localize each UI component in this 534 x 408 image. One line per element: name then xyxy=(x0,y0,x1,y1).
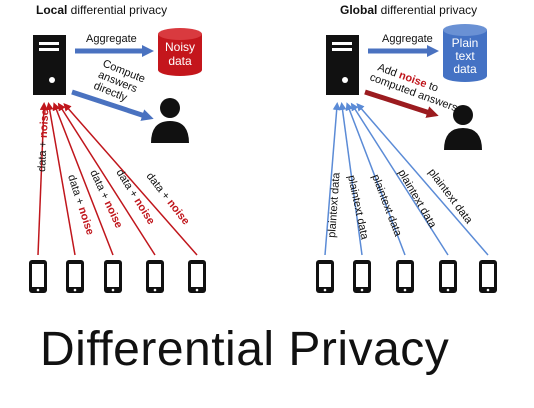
noisy-data-label-2: data xyxy=(168,54,192,68)
local-phone-arrows xyxy=(37,102,198,256)
global-edge-label-3: plaintext data xyxy=(369,173,404,239)
page-title: Differential Privacy xyxy=(40,323,450,376)
phone-icon xyxy=(439,260,457,293)
local-server-icon xyxy=(33,35,66,95)
noisy-data-database-icon xyxy=(158,28,202,76)
plaintext-db-label-2: text xyxy=(455,49,475,63)
global-heading: Global differential privacy xyxy=(340,3,477,17)
plaintext-db-label-1: Plain xyxy=(452,36,479,50)
global-aggregate-label: Aggregate xyxy=(382,33,433,45)
local-compute-arrow xyxy=(71,89,154,121)
noisy-data-label-1: Noisy xyxy=(165,40,195,54)
plaintext-database-icon xyxy=(443,24,487,82)
global-edge-label-2: plaintext data xyxy=(345,174,371,241)
local-edge-label-1: data + noise xyxy=(36,109,51,172)
phone-icon xyxy=(396,260,414,293)
phone-icon xyxy=(353,260,371,293)
global-server-icon xyxy=(326,35,359,95)
phone-icon xyxy=(66,260,84,293)
phone-icon xyxy=(29,260,47,293)
local-heading: Local differential privacy xyxy=(36,3,167,17)
local-phones xyxy=(29,260,206,293)
global-phones xyxy=(316,260,497,293)
global-phone-arrows xyxy=(324,102,489,256)
local-user-icon xyxy=(151,98,189,143)
plaintext-db-label-3: data xyxy=(453,62,477,76)
phone-icon xyxy=(316,260,334,293)
global-add-noise-arrow xyxy=(364,89,439,118)
phone-icon xyxy=(104,260,122,293)
global-user-icon xyxy=(444,105,482,150)
local-aggregate-label: Aggregate xyxy=(86,33,137,45)
phone-icon xyxy=(188,260,206,293)
global-edge-label-1: plaintext data xyxy=(326,171,343,238)
phone-icon xyxy=(479,260,497,293)
phone-icon xyxy=(146,260,164,293)
